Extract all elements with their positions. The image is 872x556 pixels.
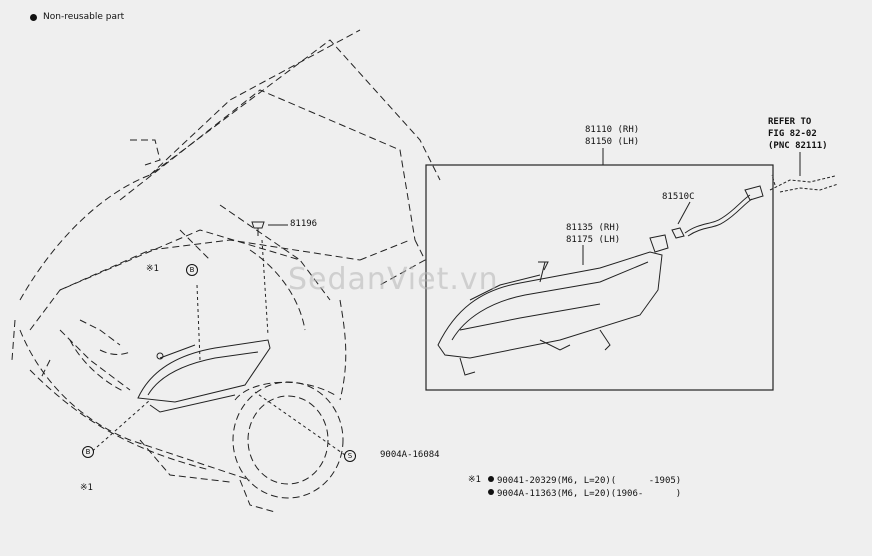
b-mark-bottom: B — [82, 446, 94, 458]
notes-line-2-text: 9004A-11363(M6, L=20)(1906- ) — [497, 489, 682, 499]
label-81135: 81135 (RH) — [566, 223, 621, 233]
headlamp-assembly — [437, 227, 685, 376]
label-screw: 9004A-16084 — [380, 450, 440, 460]
legend: Non-reusable part — [30, 12, 124, 22]
label-81196: 81196 — [290, 219, 318, 229]
b-mark-top: B — [186, 264, 198, 276]
refer-line-1: REFER TO — [768, 117, 812, 127]
notes-line-2: 9004A-11363(M6, L=20)(1906- ) — [488, 489, 681, 499]
refer-line-2: FIG 82-02 — [768, 129, 817, 139]
bolt-81196 — [251, 221, 265, 236]
assembly-frame — [425, 164, 774, 391]
vehicle-outline — [11, 29, 441, 513]
notes-mark: ※1 — [468, 475, 481, 485]
note-mark-bottom: ※1 — [80, 483, 93, 493]
s-mark: S — [344, 450, 356, 462]
leader-lines — [87, 239, 346, 456]
wire-harness — [769, 174, 839, 193]
label-81150: 81150 (LH) — [585, 137, 640, 147]
filled-circle-icon — [30, 13, 37, 21]
socket-wiring — [684, 185, 764, 237]
label-81110: 81110 (RH) — [585, 125, 640, 135]
label-81510c: 81510C — [662, 192, 695, 202]
notes-line-1-text: 90041-20329(M6, L=20)( -1905) — [497, 476, 682, 486]
filled-circle-icon — [488, 476, 494, 482]
label-81175: 81175 (LH) — [566, 235, 621, 245]
vehicle-headlamp — [137, 339, 271, 413]
legend-text: Non-reusable part — [43, 12, 125, 22]
refer-line-3: (PNC 82111) — [768, 141, 828, 151]
note-mark-top: ※1 — [146, 264, 159, 274]
filled-circle-icon — [488, 489, 494, 495]
notes-line-1: 90041-20329(M6, L=20)( -1905) — [488, 476, 681, 486]
